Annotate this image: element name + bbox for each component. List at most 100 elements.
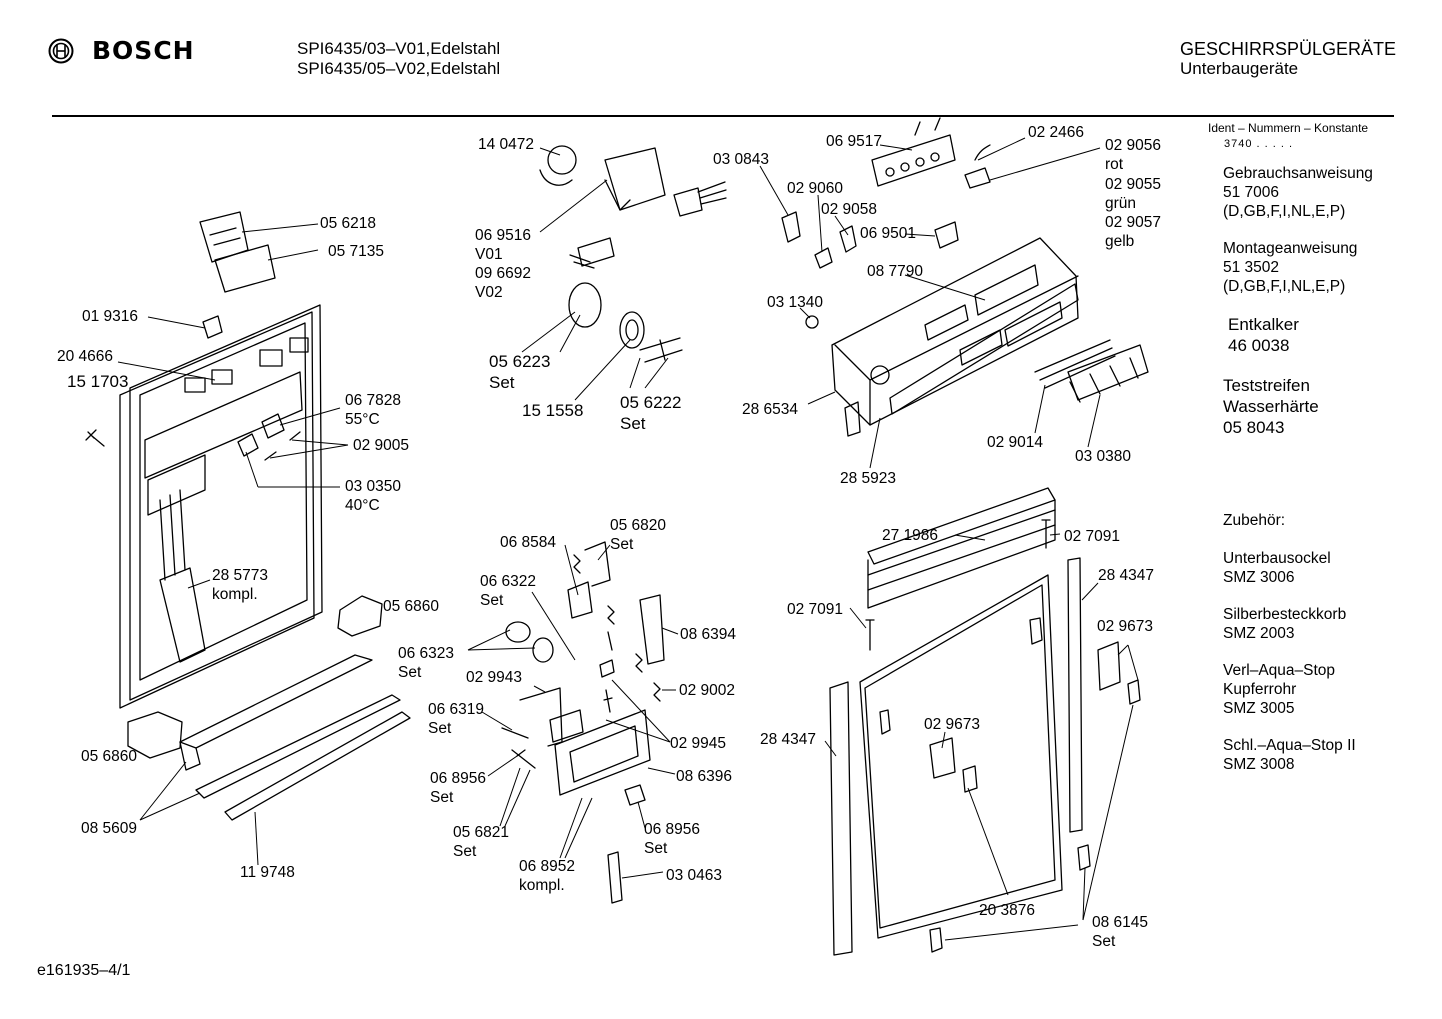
accessory-line: SMZ 3008: [1223, 756, 1295, 773]
model-line-1: SPI6435/03–V01,Edelstahl: [297, 39, 501, 58]
inner-door-panel: [119, 304, 323, 709]
part-label: 08 6394: [680, 626, 736, 643]
accessory-line: SMZ 3005: [1223, 700, 1295, 717]
part-label: 02 9058: [821, 201, 877, 218]
part-label: 03 0843: [713, 151, 769, 168]
doc-install-manual: Montageanweisung 51 3502 (D,GB,F,I,NL,E,…: [1223, 239, 1357, 296]
accessory-line: Verl–Aqua–Stop: [1223, 662, 1336, 679]
part-label: 05 6223: [489, 352, 550, 371]
part-label: 03 0463: [666, 867, 722, 884]
part-label: rot: [1105, 156, 1124, 173]
accessories-title: Zubehör:: [1223, 512, 1286, 529]
spring: [635, 653, 643, 673]
part-label: 06 9517: [826, 133, 882, 150]
part-label: V02: [475, 284, 503, 301]
control-panel: [831, 237, 1079, 437]
part-label: Set: [644, 840, 668, 857]
part-label: gelb: [1105, 233, 1134, 250]
part-label: 02 9057: [1105, 214, 1161, 231]
part-label: 15 1703: [67, 372, 128, 391]
switch-block: [871, 117, 991, 189]
accessory-item: Unterbausockel SMZ 3006: [1223, 549, 1331, 587]
header-rule: [52, 115, 1394, 117]
extra-descaler: Entkalker 46 0038: [1228, 314, 1299, 356]
part-label: Set: [428, 720, 452, 737]
cap-part: [934, 221, 959, 249]
part-label: 06 8584: [500, 534, 556, 551]
part-label: 03 0380: [1075, 448, 1131, 465]
part-label: 02 9060: [787, 180, 843, 197]
accessory-line: Kupferrohr: [1223, 681, 1297, 698]
bulb-part: [839, 225, 857, 253]
part-label: Set: [620, 414, 646, 433]
part-label: 06 9516: [475, 227, 531, 244]
connector-part: [781, 211, 801, 243]
accessory-line: Silberbesteckkorb: [1223, 606, 1347, 623]
part-label: 08 5609: [81, 820, 137, 837]
accessory-line: Schl.–Aqua–Stop II: [1223, 737, 1356, 754]
part-label: 02 7091: [1064, 528, 1120, 545]
part-label: 01 9316: [82, 308, 138, 325]
exploded-parts-diagram: 14 0472 06 9516 V01 09 6692 V02 05 6218 …: [57, 117, 1161, 956]
accessory-line: SMZ 2003: [1223, 625, 1295, 642]
part-label: 28 5773: [212, 567, 268, 584]
foot-block: [127, 711, 183, 759]
screw-part: [85, 429, 105, 447]
brand-name: BOSCH: [92, 36, 195, 65]
doc-line: Montageanweisung: [1223, 240, 1358, 257]
part-label: Set: [610, 536, 634, 553]
spring: [607, 605, 615, 625]
part-label: Set: [480, 592, 504, 609]
part-label: 06 6323: [398, 645, 454, 662]
door-lock-assembly: [501, 541, 665, 904]
part-label: 28 5923: [840, 470, 896, 487]
accessory-item: Schl.–Aqua–Stop II SMZ 3008: [1223, 736, 1356, 774]
accessory-line: Unterbausockel: [1223, 550, 1331, 567]
foot-block: [337, 595, 383, 637]
part-label: 06 8956: [430, 770, 486, 787]
part-label: 03 1340: [767, 294, 823, 311]
part-label: Set: [1092, 933, 1116, 950]
extra-line: Wasserhärte: [1223, 397, 1319, 416]
part-label: 02 9945: [670, 735, 726, 752]
part-label: grün: [1105, 195, 1136, 212]
part-label: 27 1986: [882, 527, 938, 544]
part-label: 11 9748: [240, 864, 295, 881]
part-label: 55°C: [345, 411, 380, 428]
extra-line: 46 0038: [1228, 336, 1290, 355]
thermostat-part: [237, 433, 259, 457]
part-label: 03 0350: [345, 478, 401, 495]
part-label: 06 9501: [860, 225, 916, 242]
part-label: Set: [453, 843, 477, 860]
model-line-2: SPI6435/05–V02,Edelstahl: [297, 59, 501, 78]
bosch-logo-icon: [48, 38, 74, 63]
part-label: 06 6319: [428, 701, 484, 718]
bulb-part: [814, 247, 833, 269]
part-label: 05 6821: [453, 824, 509, 841]
extra-test-strips: Teststreifen Wasserhärte 05 8043: [1223, 375, 1319, 438]
ident-value: 3740 . . . . .: [1224, 138, 1294, 150]
part-label: 02 9005: [353, 437, 409, 454]
drawing-reference: e161935–4/1: [37, 962, 131, 979]
part-label: 20 3876: [979, 902, 1035, 919]
category-subtitle: Unterbaugeräte: [1180, 59, 1299, 78]
part-label: 28 4347: [760, 731, 816, 748]
doc-line: 51 7006: [1223, 184, 1280, 201]
part-label: 02 9673: [924, 716, 980, 733]
doc-line: (D,GB,F,I,NL,E,P): [1223, 203, 1346, 220]
brand-block: BOSCH: [48, 36, 195, 65]
part-label: 05 6222: [620, 393, 681, 412]
clip-part: [264, 431, 301, 461]
part-label: 06 6322: [480, 573, 536, 590]
part-label: 20 4666: [57, 348, 113, 365]
screw-part: [1041, 519, 1051, 549]
doc-line: Gebrauchsanweisung: [1223, 165, 1373, 182]
part-label: 05 6820: [610, 517, 666, 534]
category-title: GESCHIRRSPÜLGERÄTE: [1180, 39, 1397, 59]
part-label: 28 4347: [1098, 567, 1154, 584]
doc-line: (D,GB,F,I,NL,E,P): [1223, 278, 1346, 295]
part-labels: 14 0472 06 9516 V01 09 6692 V02 05 6218 …: [57, 124, 1161, 950]
part-label: Set: [430, 789, 454, 806]
part-label: 02 9673: [1097, 618, 1153, 635]
part-label: 02 9056: [1105, 137, 1161, 154]
